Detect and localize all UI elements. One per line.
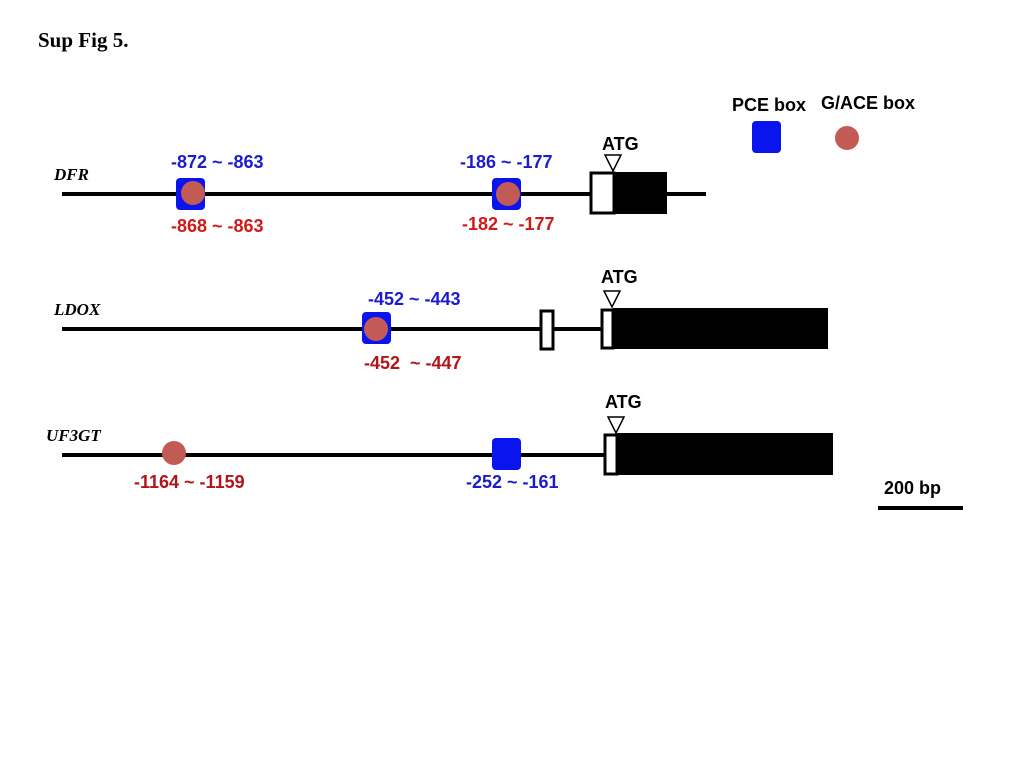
ldox-exon-1 [539, 309, 555, 351]
ldox-atg-label: ATG [601, 267, 638, 287]
uf3gt-utr-exon [603, 433, 619, 476]
ldox-pce-1-label: -452 ~ -443 [368, 289, 461, 309]
dfr-utr-exon [589, 171, 616, 215]
dfr-coding-exon [614, 172, 667, 214]
legend: PCE box G/ACE box [732, 93, 915, 153]
uf3gt-pce-1-label: -252 ~ -161 [466, 472, 559, 492]
uf3gt-coding-exon [617, 433, 833, 475]
dfr-gace-box-1 [181, 181, 205, 205]
dfr-pce-2-label: -186 ~ -177 [460, 152, 553, 172]
dfr-gace-2-label: -182 ~ -177 [462, 214, 555, 234]
legend-pce-label: PCE box [732, 95, 806, 115]
figure-title: Sup Fig 5. [38, 28, 129, 52]
gene-dfr: DFR -872 ~ -863 -868 ~ -863 -186 ~ -177 … [53, 134, 706, 236]
ldox-gace-1-label: -452 ~ -447 [364, 353, 462, 373]
uf3gt-atg-marker [606, 416, 626, 435]
uf3gt-atg-label: ATG [605, 392, 642, 412]
gene-name-ldox: LDOX [53, 300, 101, 319]
gene-name-uf3gt: UF3GT [46, 426, 101, 445]
ldox-coding-exon [613, 308, 828, 349]
legend-gace-swatch [835, 126, 859, 150]
ldox-atg-marker [602, 290, 622, 309]
uf3gt-gace-box-1 [162, 441, 186, 465]
legend-pce-swatch [752, 121, 781, 153]
dfr-atg-label: ATG [602, 134, 639, 154]
dfr-gace-1-label: -868 ~ -863 [171, 216, 264, 236]
dfr-gace-box-2 [496, 182, 520, 206]
uf3gt-gace-1-label: -1164 ~ -1159 [134, 472, 245, 492]
legend-gace-label: G/ACE box [821, 93, 915, 113]
uf3gt-pce-box-1 [492, 438, 521, 470]
dfr-pce-1-label: -872 ~ -863 [171, 152, 264, 172]
gene-name-dfr: DFR [53, 165, 89, 184]
gene-uf3gt: UF3GT -1164 ~ -1159 -252 ~ -161 ATG [46, 392, 833, 492]
scale-bar-label: 200 bp [884, 478, 941, 498]
scale-bar: 200 bp [878, 478, 963, 510]
gene-ldox: LDOX -452 ~ -443 -452 ~ -447 ATG [53, 267, 828, 373]
ldox-utr-exon [600, 308, 615, 350]
ldox-gace-box-1 [364, 317, 388, 341]
dfr-atg-marker [603, 154, 623, 173]
